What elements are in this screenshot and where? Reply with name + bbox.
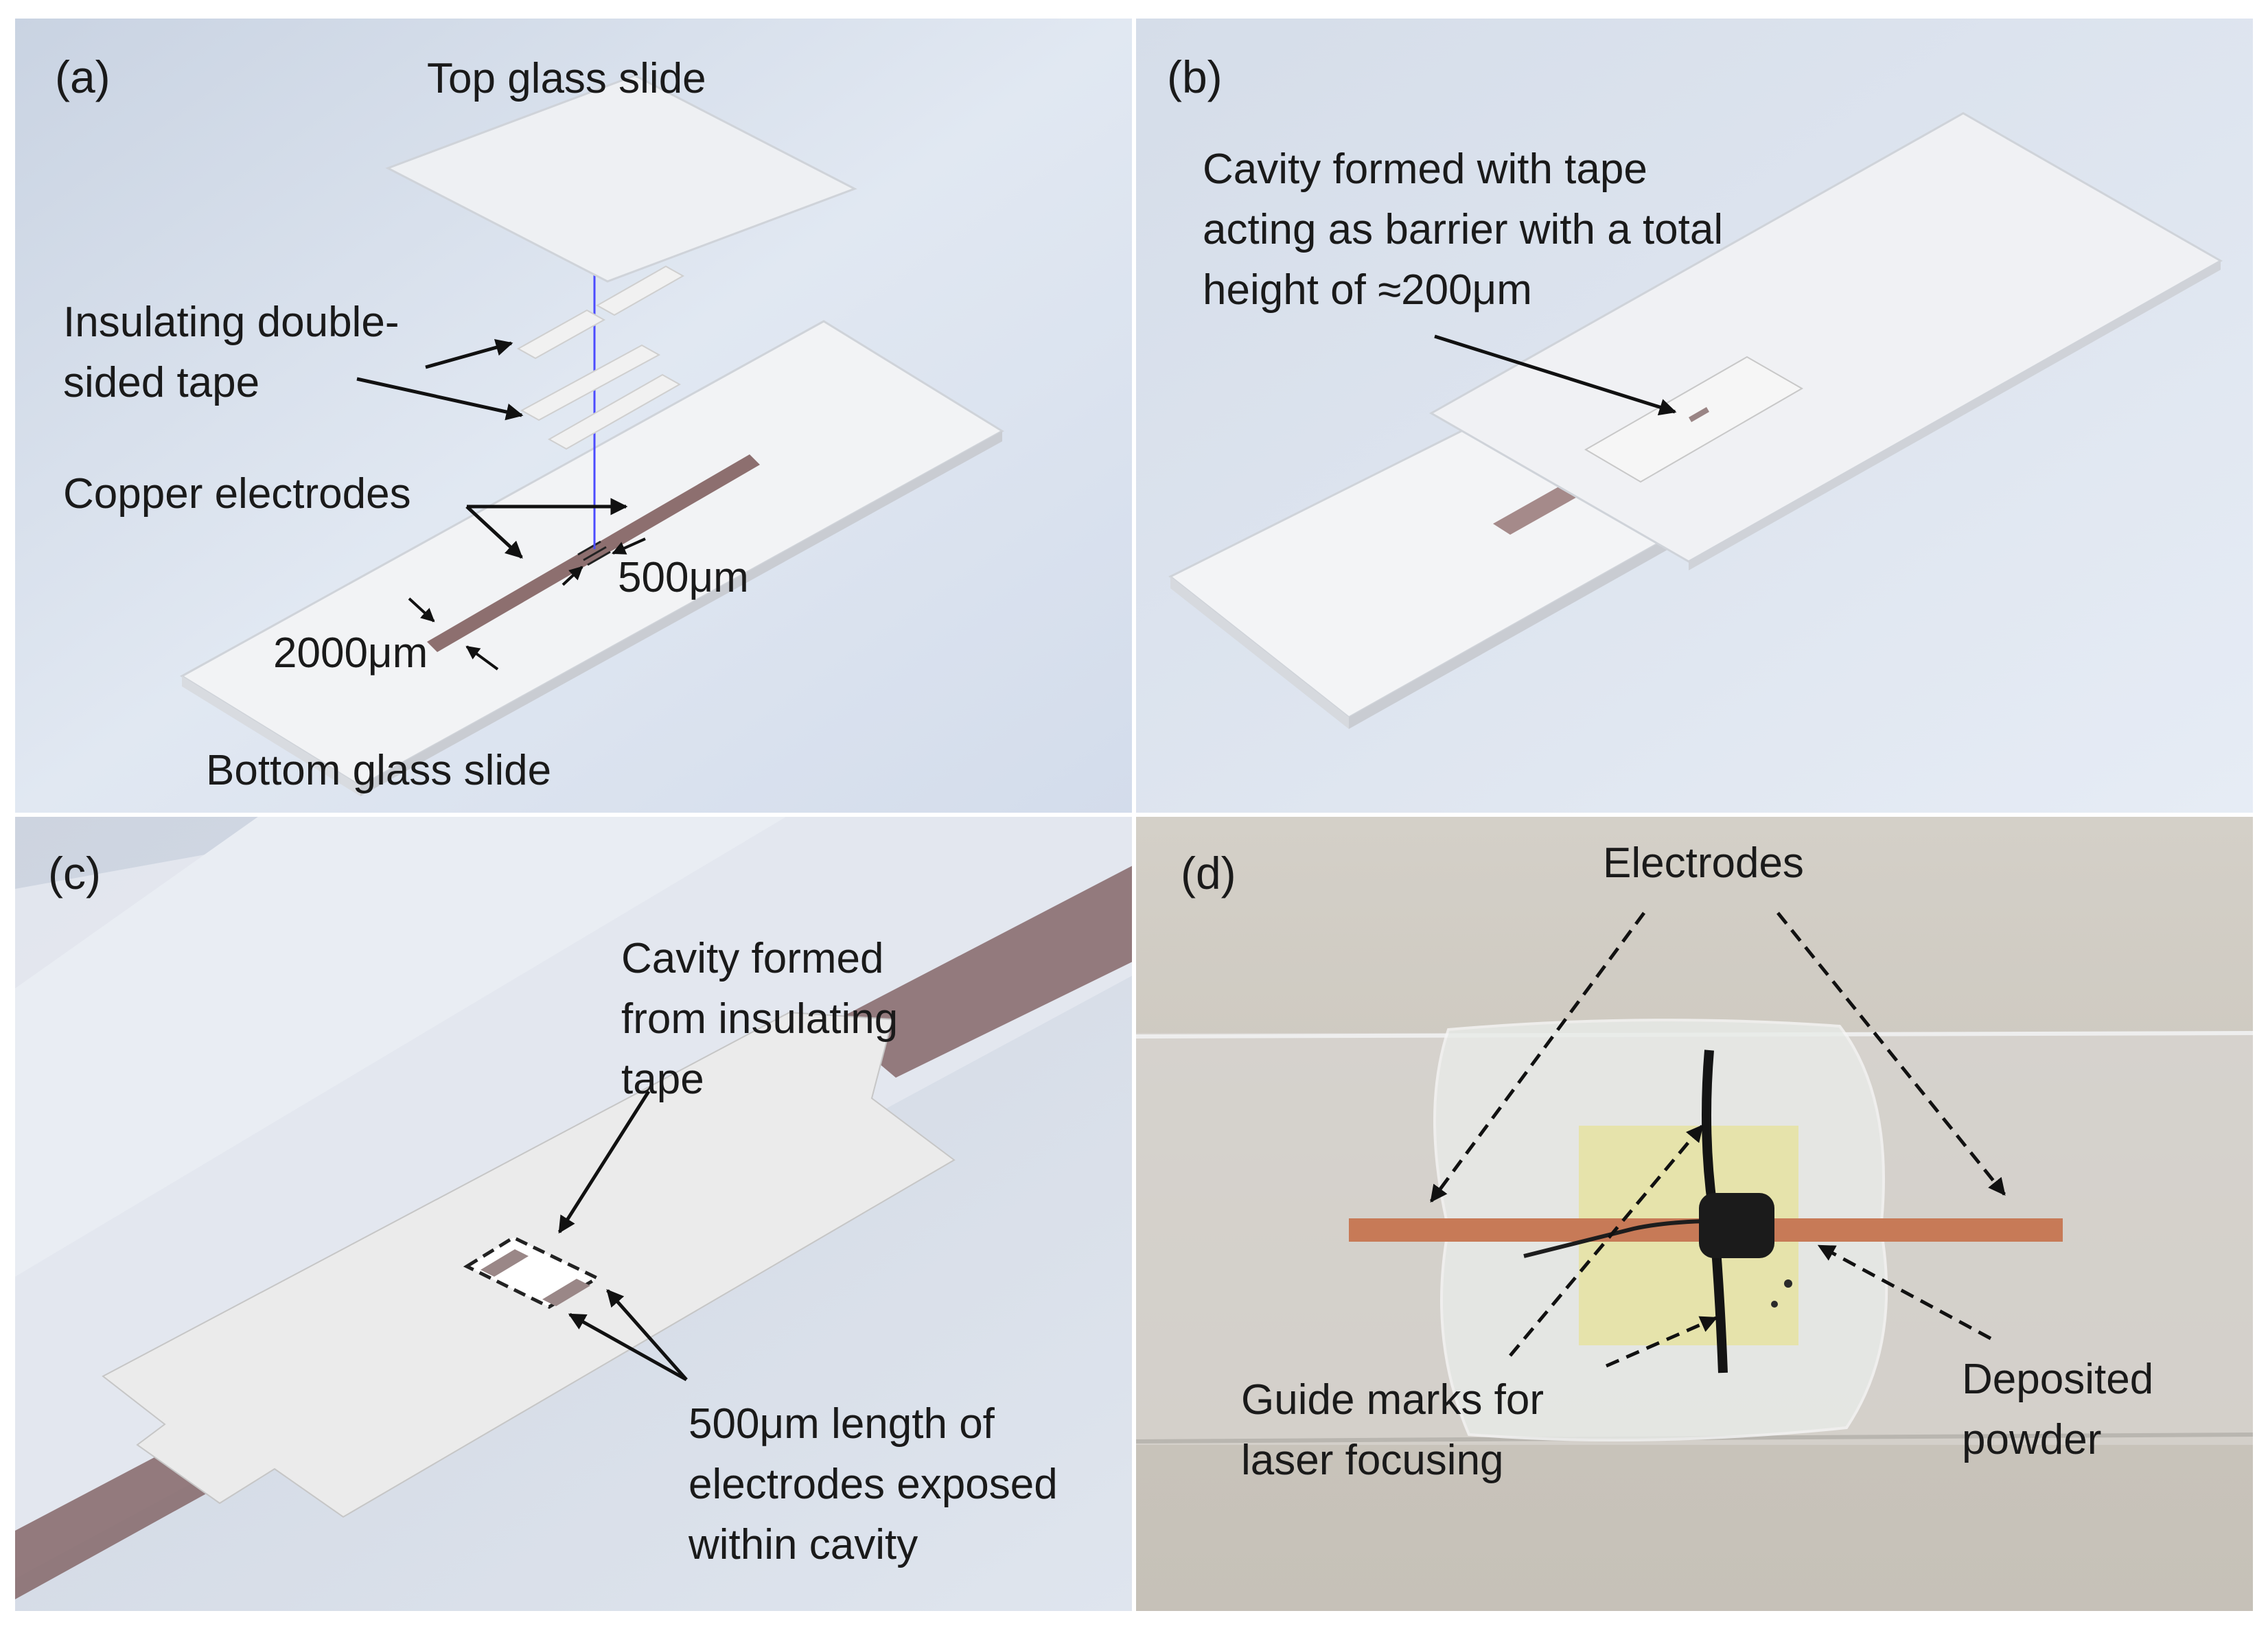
d-powder-arrow — [1817, 1244, 1992, 1341]
gap-arrow-1 — [562, 566, 583, 586]
tape-strip-4 — [547, 373, 682, 450]
panel-c: (c) Cavity formed from insulating tape 5… — [15, 815, 1134, 1611]
electrode-gap-mark-1 — [577, 540, 601, 556]
bottom-glass-slide-edge-2 — [360, 431, 1002, 796]
electrode-arrow-2 — [465, 505, 523, 559]
electrode-gap-mark-3 — [587, 550, 611, 566]
b-label-line3: height of ≈200μm — [1203, 266, 1532, 314]
electrode-gap-mark-2 — [583, 546, 607, 561]
d-guide-label-line1: Guide marks for — [1241, 1376, 1544, 1424]
width-arrow-1 — [408, 597, 435, 623]
top-glass-slide — [385, 74, 857, 283]
c-exposed-label-line1: 500μm length of — [688, 1400, 995, 1448]
c-cavity-label-line3: tape — [621, 1056, 704, 1103]
panel-a: (a) Top glass slide Insulating double- s… — [15, 19, 1134, 815]
b-cavity-window — [1689, 407, 1709, 422]
d-powder-label-line1: Deposited — [1962, 1356, 2153, 1403]
top-glass-slide-label: Top glass slide — [427, 55, 706, 102]
tape-strip-1 — [516, 309, 606, 360]
width-arrow-2 — [465, 645, 499, 671]
d-powder-speck-1 — [1784, 1279, 1792, 1288]
d-powder-label-line2: powder — [1962, 1416, 2101, 1463]
tape-arrow-1 — [425, 339, 513, 369]
d-guide-label-line2: laser focusing — [1241, 1437, 1504, 1484]
panel-c-label: (c) — [48, 848, 101, 898]
c-exposed-arrow-2 — [606, 1289, 688, 1381]
c-glass-band — [15, 815, 789, 1277]
b-label-line1: Cavity formed with tape — [1203, 146, 1647, 193]
gap-dimension-label: 500μm — [618, 554, 749, 601]
panel-d-label: (d) — [1181, 848, 1236, 898]
b-top-glass-slide-edge — [1689, 261, 2221, 570]
panel-b-label: (b) — [1167, 51, 1223, 102]
tape-strip-2 — [595, 265, 685, 316]
c-cavity-label-line1: Cavity formed — [621, 935, 883, 982]
b-cavity-arrow — [1434, 334, 1677, 416]
bottom-glass-slide-edge — [182, 676, 360, 796]
panel-b: (b) Cavity formed with tape acting as ba… — [1134, 19, 2253, 815]
panel-d: (d) Electrodes Guide marks for laser foc… — [1133, 815, 2254, 1611]
d-guide-arrow-1 — [1509, 1124, 1704, 1357]
c-cavity-label-line2: from insulating — [621, 995, 898, 1043]
c-electrode-strip-right — [831, 865, 1134, 1078]
copper-electrodes-label: Copper electrodes — [63, 470, 411, 518]
c-exposed-label-line3: within cavity — [688, 1521, 918, 1568]
gap-arrow-2 — [612, 537, 646, 555]
c-exposed-arrow-1 — [568, 1312, 688, 1382]
c-electrode-strip-left — [15, 1448, 216, 1599]
d-electrode-arrow-right — [1777, 912, 2006, 1196]
tape-label-line1: Insulating double- — [63, 299, 399, 346]
d-deposited-powder — [1699, 1193, 1774, 1258]
tape-arrow-2 — [356, 377, 524, 421]
tape-strip-3 — [520, 344, 661, 421]
c-exposed-label-line2: electrodes exposed — [688, 1461, 1058, 1508]
b-bottom-glass-slide-edge — [1170, 577, 1349, 729]
c-cavity-arrow — [557, 1090, 651, 1234]
d-guide-arrow-2 — [1605, 1316, 1718, 1368]
b-label-line2: acting as barrier with a total — [1203, 206, 1723, 253]
bottom-glass-slide-label: Bottom glass slide — [206, 747, 551, 794]
d-electrode-arrow-left — [1429, 912, 1646, 1203]
panel-a-label: (a) — [55, 51, 111, 102]
c-cavity-electrode-2 — [542, 1279, 590, 1306]
c-cavity-electrode-1 — [481, 1249, 529, 1277]
d-powder-speck-2 — [1771, 1301, 1778, 1308]
d-electrodes-label: Electrodes — [1603, 839, 1804, 887]
tape-label-line2: sided tape — [63, 359, 259, 406]
width-dimension-label: 2000μm — [273, 629, 428, 677]
